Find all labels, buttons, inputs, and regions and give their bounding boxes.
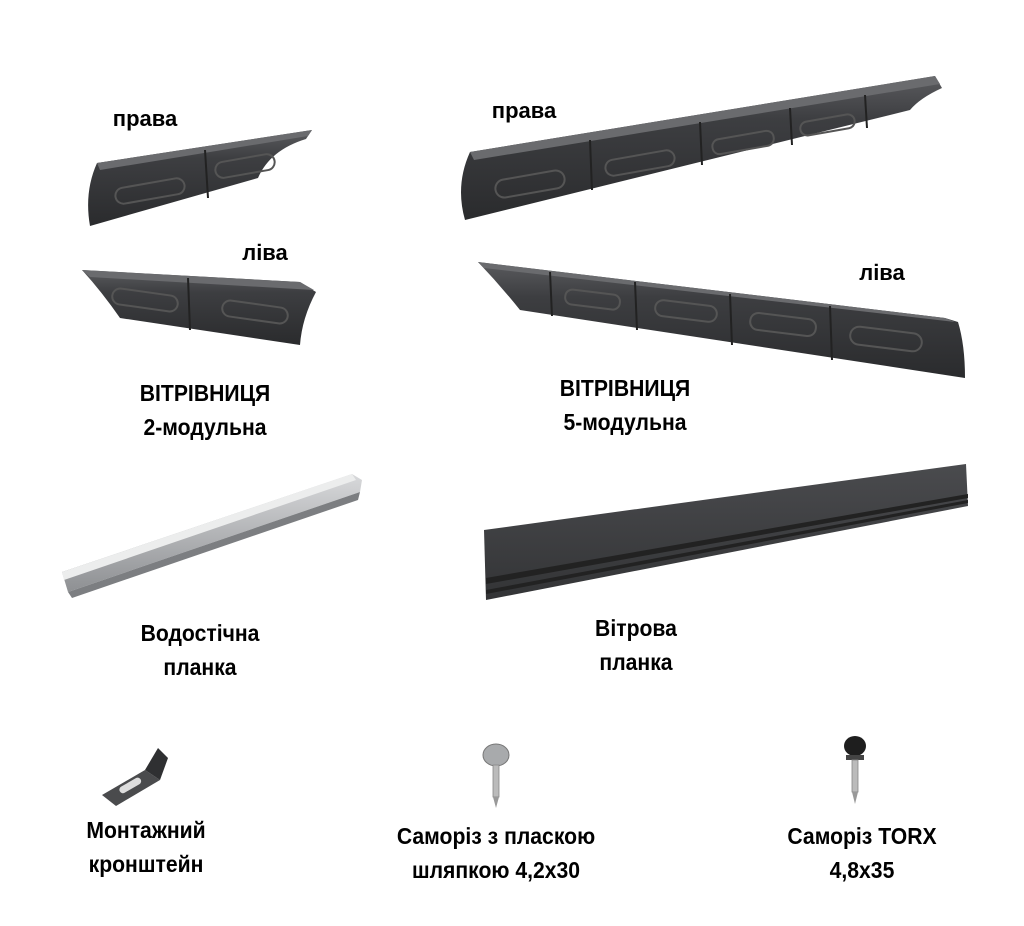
flat-screw-line2: шляпкою 4,2x30 <box>411 857 581 883</box>
ridge-5-right-image <box>461 76 942 220</box>
flat-screw-line1: Саморіз з пласкою <box>396 823 596 849</box>
torx-screw-image <box>844 736 866 804</box>
ridge-2-title: ВІТРІВНИЦЯ <box>139 380 271 406</box>
drip-edge-image <box>62 474 362 598</box>
drip-edge-line2: планка <box>163 654 237 680</box>
ridge-5-left-label: ліва <box>859 260 905 285</box>
bracket-line2: кронштейн <box>88 851 204 877</box>
torx-screw-line2: 4,8x35 <box>829 857 895 883</box>
ridge-5-title: ВІТРІВНИЦЯ <box>559 375 691 401</box>
ridge-5-right-label: права <box>491 98 557 123</box>
ridge-2-left-image <box>82 270 316 345</box>
ridge-2-right-image <box>88 130 313 226</box>
wind-strip-line2: планка <box>599 649 673 675</box>
wind-strip-line1: Вітрова <box>595 615 677 641</box>
ridge-5-subtitle: 5-модульна <box>563 409 687 435</box>
ridge-5-left-image <box>478 262 965 378</box>
ridge-5-caption: ВІТРІВНИЦЯ 5-модульна <box>560 371 691 439</box>
wind-strip-caption: Вітрова планка <box>595 611 677 679</box>
ridge-2-subtitle: 2-модульна <box>143 414 267 440</box>
wind-strip-image <box>484 464 968 600</box>
drip-edge-caption: Водостічна планка <box>141 616 260 684</box>
torx-screw-line1: Саморіз TORX <box>787 823 937 849</box>
flat-screw-caption: Саморіз з пласкою шляпкою 4,2x30 <box>397 819 595 887</box>
ridge-2-right-label: права <box>112 106 178 131</box>
torx-screw-caption: Саморіз TORX 4,8x35 <box>787 819 936 887</box>
drip-edge-line1: Водостічна <box>140 620 260 646</box>
ridge-2-left-label: ліва <box>242 240 288 265</box>
bracket-line1: Монтажний <box>86 817 206 843</box>
flat-head-screw-image <box>482 743 510 808</box>
ridge-2-caption: ВІТРІВНИЦЯ 2-модульна <box>140 376 271 444</box>
bracket-image <box>102 748 168 806</box>
bracket-caption: Монтажний кронштейн <box>86 813 205 881</box>
